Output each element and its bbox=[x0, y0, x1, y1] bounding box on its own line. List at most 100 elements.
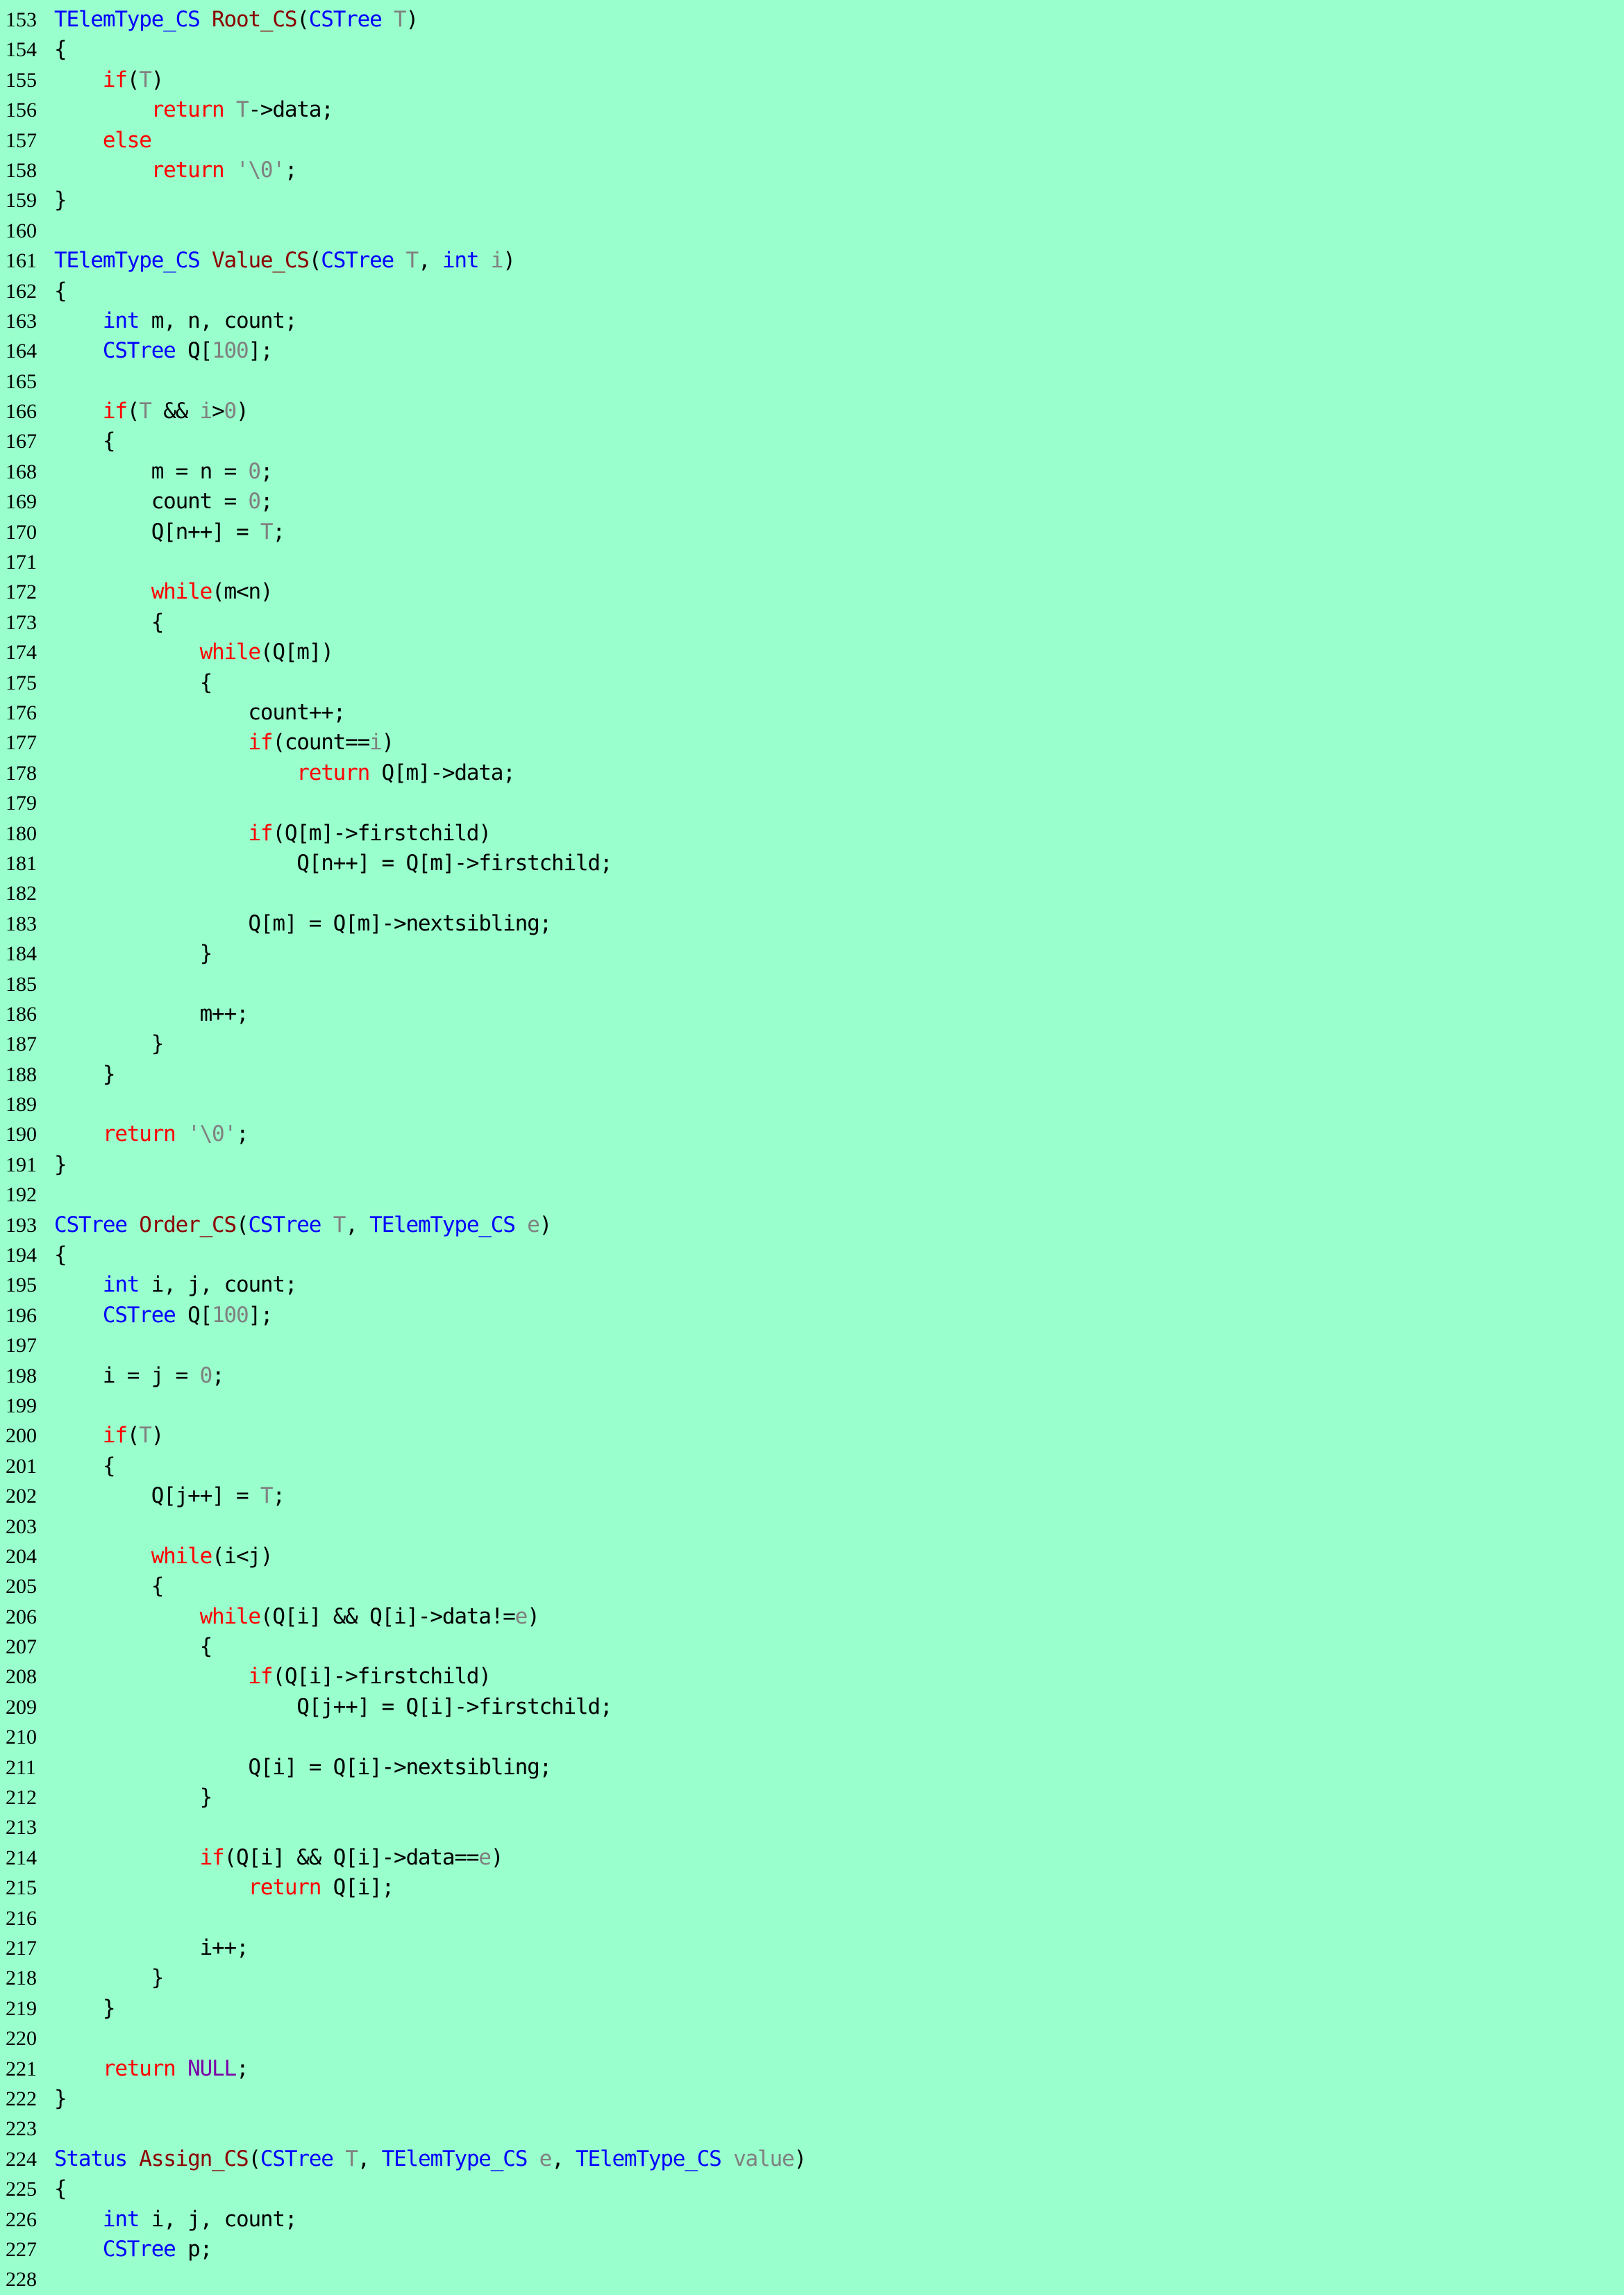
plain-token: (Q[i]->firstchild) bbox=[272, 1664, 492, 1689]
line-number: 185 bbox=[6, 972, 37, 996]
code-line: 159} bbox=[0, 185, 1624, 215]
line-source: return Q[m]->data; bbox=[54, 758, 516, 788]
plain-token: ) bbox=[794, 2146, 807, 2171]
code-line: 212 } bbox=[0, 1782, 1624, 1812]
code-line: 185 bbox=[0, 969, 1624, 999]
function-name-token: Order_CS bbox=[139, 1212, 237, 1237]
value-token: 100 bbox=[212, 1302, 249, 1328]
value-token: T bbox=[333, 1212, 346, 1237]
code-line: 198 i = j = 0; bbox=[0, 1360, 1624, 1390]
line-source: int m, n, count; bbox=[54, 306, 298, 336]
plain-token bbox=[54, 2056, 103, 2081]
line-number: 154 bbox=[6, 38, 37, 62]
code-line: 160 bbox=[0, 215, 1624, 245]
line-number: 172 bbox=[6, 581, 37, 604]
line-source: Status Assign_CS(CSTree T, TElemType_CS … bbox=[54, 2144, 807, 2174]
plain-token: , bbox=[357, 2146, 382, 2171]
line-number: 169 bbox=[6, 490, 37, 514]
code-line: 164 CSTree Q[100]; bbox=[0, 335, 1624, 365]
plain-token: Q[ bbox=[175, 338, 212, 364]
line-number: 167 bbox=[6, 430, 37, 453]
code-line: 177 if(count==i) bbox=[0, 727, 1624, 757]
type-token: TElemType_CS bbox=[576, 2146, 722, 2171]
plain-token: Q[n++] = Q[m]->firstchild; bbox=[54, 850, 612, 876]
line-number: 162 bbox=[6, 279, 37, 303]
plain-token: } bbox=[54, 1995, 116, 2021]
plain-token bbox=[333, 2146, 345, 2171]
line-number: 187 bbox=[6, 1033, 37, 1056]
keyword-token: return bbox=[151, 157, 225, 183]
plain-token: Q[n++] = bbox=[54, 519, 260, 544]
line-number: 184 bbox=[6, 942, 37, 966]
code-line: 162{ bbox=[0, 276, 1624, 306]
line-number: 157 bbox=[6, 128, 37, 152]
plain-token: Q[ bbox=[175, 1302, 212, 1328]
code-line: 183 Q[m] = Q[m]->nextsibling; bbox=[0, 908, 1624, 938]
line-number: 180 bbox=[6, 821, 37, 845]
value-token: T bbox=[139, 67, 152, 92]
plain-token: m = n = bbox=[54, 458, 249, 484]
code-line: 191} bbox=[0, 1149, 1624, 1179]
line-number: 195 bbox=[6, 1274, 37, 1297]
code-line: 155 if(T) bbox=[0, 65, 1624, 94]
line-source: TElemType_CS Value_CS(CSTree T, int i) bbox=[54, 246, 516, 276]
plain-token: i, j, count; bbox=[139, 1272, 298, 1298]
line-number: 221 bbox=[6, 2057, 37, 2080]
code-line: 165 bbox=[0, 366, 1624, 396]
line-number: 222 bbox=[6, 2087, 37, 2110]
code-line: 216 bbox=[0, 1903, 1624, 1933]
line-source: TElemType_CS Root_CS(CSTree T) bbox=[54, 5, 419, 35]
plain-token: ( bbox=[296, 7, 310, 32]
plain-token: ( bbox=[126, 67, 140, 92]
type-token: TElemType_CS bbox=[381, 2146, 528, 2171]
plain-token: } bbox=[54, 941, 213, 967]
plain-token bbox=[54, 1845, 200, 1870]
plain-token: ->data; bbox=[248, 97, 333, 123]
line-source: } bbox=[54, 1150, 67, 1180]
line-source: { bbox=[54, 426, 116, 456]
line-number: 171 bbox=[6, 551, 37, 574]
line-number: 215 bbox=[6, 1876, 37, 1900]
plain-token bbox=[176, 2056, 187, 2081]
line-number: 227 bbox=[6, 2237, 37, 2261]
code-line: 167 { bbox=[0, 426, 1624, 456]
value-token: e bbox=[514, 1603, 528, 1629]
line-number: 200 bbox=[6, 1424, 37, 1448]
code-line: 208 if(Q[i]->firstchild) bbox=[0, 1661, 1624, 1691]
code-line: 197 bbox=[0, 1330, 1624, 1360]
line-source: if(T && i>0) bbox=[54, 397, 249, 426]
line-source: i++; bbox=[54, 1933, 249, 1963]
code-line: 218 } bbox=[0, 1962, 1624, 1992]
line-source: { bbox=[54, 608, 165, 637]
plain-token: } bbox=[54, 1061, 116, 1087]
keyword-token: return bbox=[102, 1121, 176, 1147]
line-number: 174 bbox=[6, 641, 37, 665]
plain-token: } bbox=[54, 1151, 67, 1177]
plain-token bbox=[54, 67, 103, 92]
plain-token bbox=[127, 2146, 139, 2171]
value-token: T bbox=[139, 1423, 152, 1449]
line-number: 193 bbox=[6, 1213, 37, 1237]
line-number: 202 bbox=[6, 1485, 37, 1508]
plain-token bbox=[54, 640, 200, 665]
line-source: CSTree Q[100]; bbox=[54, 336, 274, 366]
value-token: e bbox=[539, 2146, 553, 2171]
code-line: 186 m++; bbox=[0, 999, 1624, 1028]
plain-token: , bbox=[551, 2146, 576, 2171]
type-token: CSTree bbox=[102, 2236, 176, 2262]
value-token: T bbox=[235, 97, 249, 123]
plain-token: i = j = bbox=[54, 1362, 200, 1388]
plain-token: p; bbox=[175, 2236, 212, 2262]
line-source: Q[i] = Q[i]->nextsibling; bbox=[54, 1753, 552, 1783]
line-source: return '\0'; bbox=[54, 156, 298, 185]
plain-token: (Q[m]->firstchild) bbox=[272, 820, 492, 846]
line-number: 178 bbox=[6, 761, 37, 785]
code-line: 203 bbox=[0, 1511, 1624, 1541]
keyword-token: while bbox=[151, 1543, 213, 1569]
value-token: e bbox=[527, 1212, 540, 1237]
line-number: 182 bbox=[6, 882, 37, 906]
code-line: 213 bbox=[0, 1812, 1624, 1842]
plain-token bbox=[54, 1423, 103, 1448]
code-line: 202 Q[j++] = T; bbox=[0, 1480, 1624, 1510]
plain-token: { bbox=[54, 1634, 213, 1660]
